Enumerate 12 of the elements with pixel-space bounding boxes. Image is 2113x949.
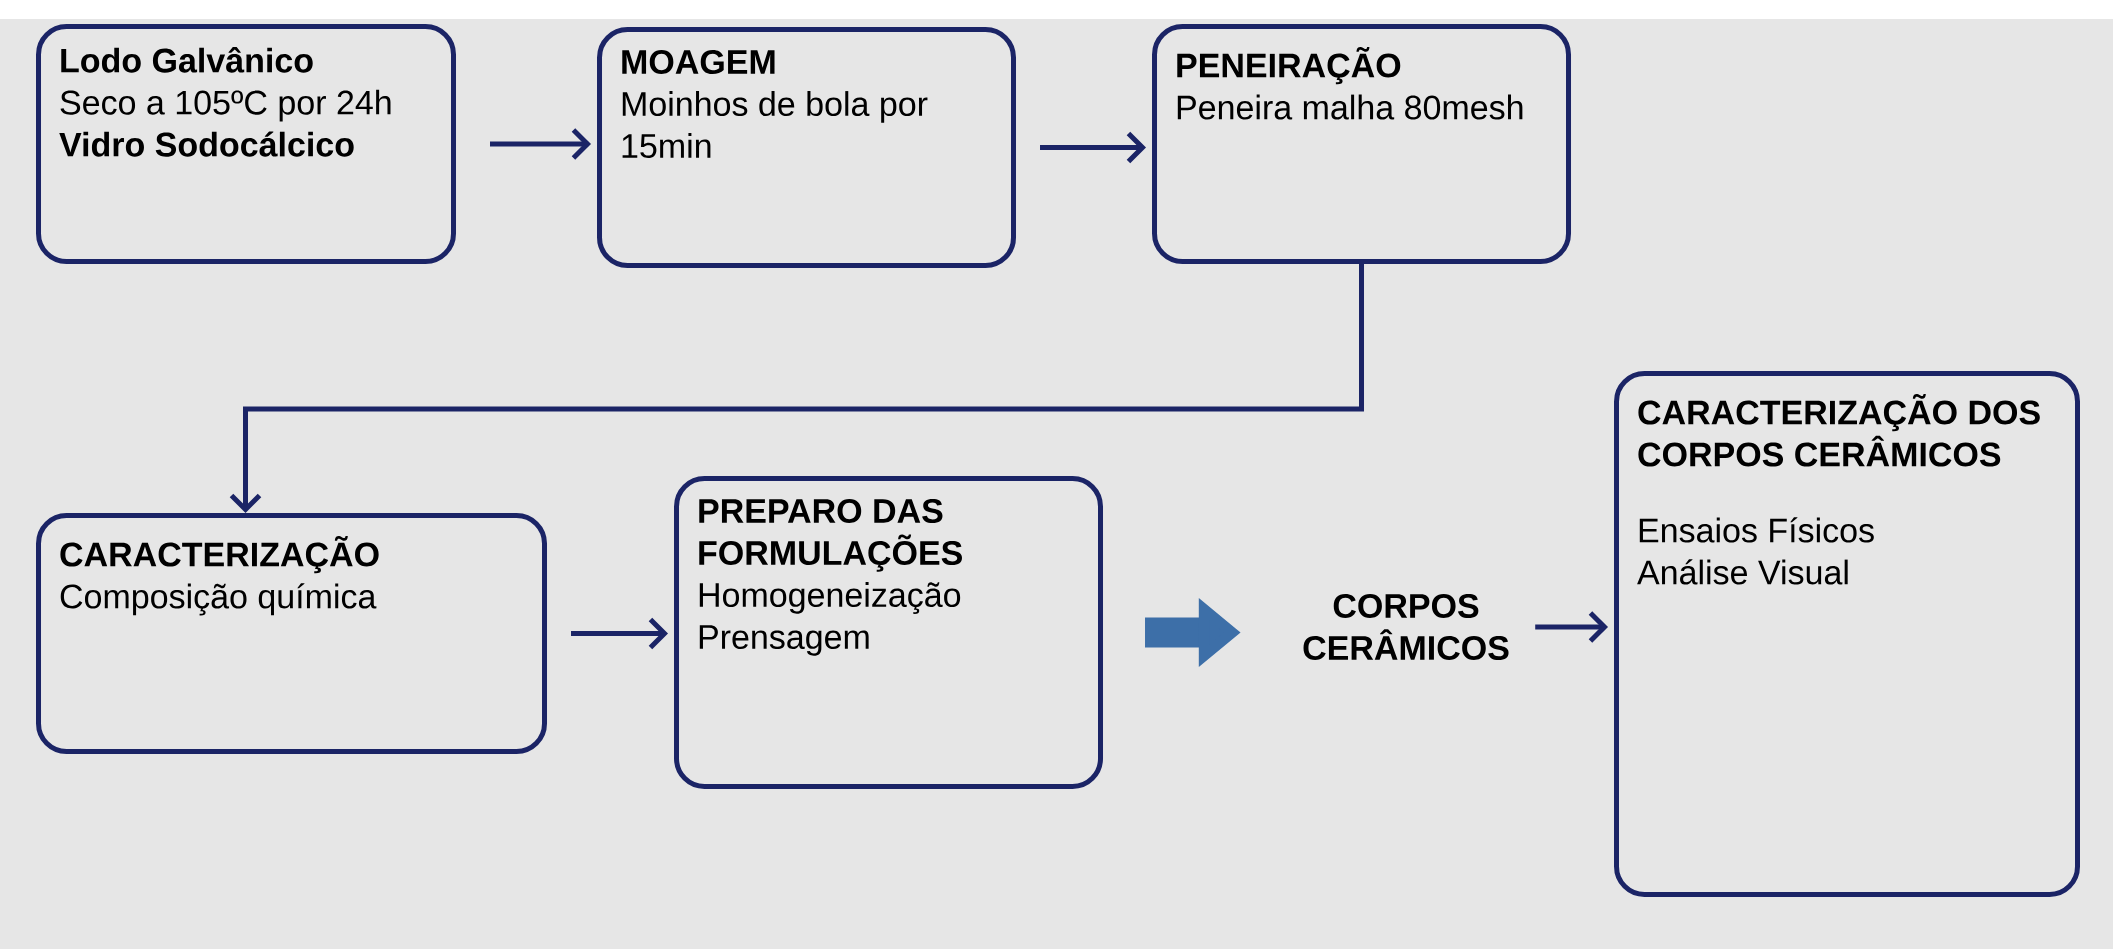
process-box: CARACTERIZAÇÃO DOS CORPOS CERÂMICOS Ensaios Físicos Análise Visual (1614, 371, 2080, 897)
process-box: Lodo Galvânico Seco a 105ºC por 24h Vidro Sodocálcico (36, 24, 456, 264)
process-box: PENEIRAÇÃO Peneira malha 80mesh (1152, 24, 1571, 264)
arrow (571, 617, 668, 650)
arrow (1040, 131, 1146, 164)
arrow (1535, 611, 1608, 643)
arrow (229, 264, 1364, 513)
process-box: PREPARO DAS FORMULAÇÕES Homogeneização Prensagem (674, 476, 1103, 789)
process-box: CARACTERIZAÇÃO Composição química (36, 513, 547, 754)
process-box: MOAGEM Moinhos de bola por 15min (597, 27, 1016, 268)
node-label: CORPOS CERÂMICOS (1303, 593, 1509, 660)
arrow (490, 128, 591, 160)
